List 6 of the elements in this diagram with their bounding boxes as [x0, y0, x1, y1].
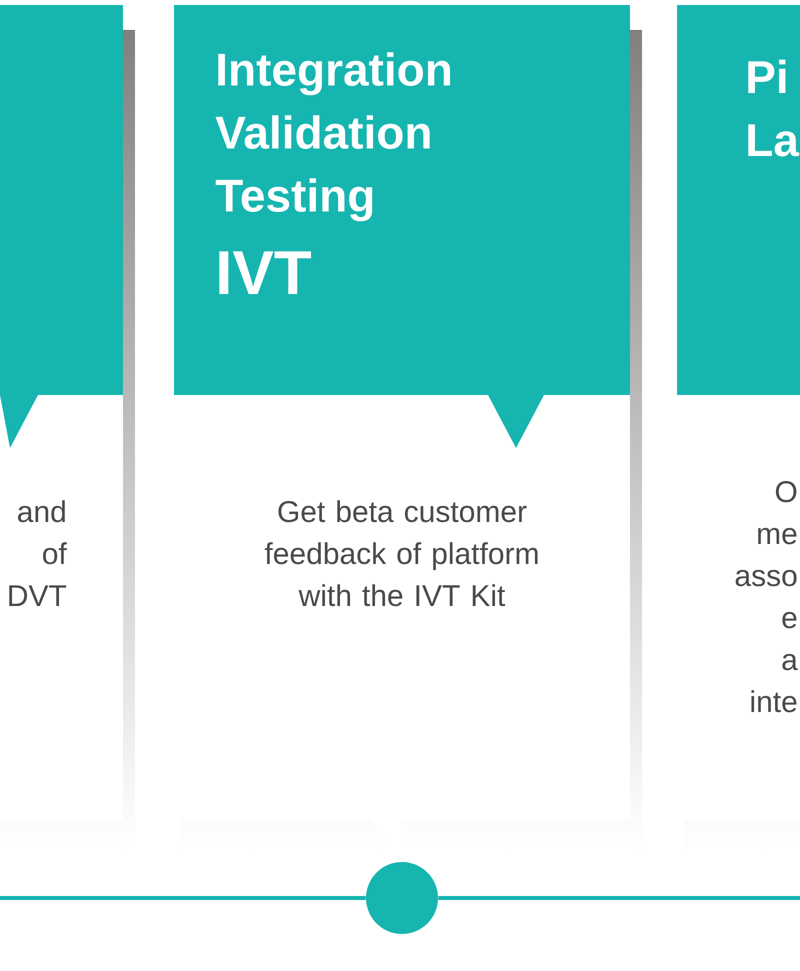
timeline-card: Pi La O me asso e a inte: [677, 5, 800, 850]
timeline-card: Integration Validation Testing IVT Get beta customer feedback of platform with the IVT Kit: [174, 5, 642, 860]
timeline-line: [0, 896, 366, 900]
timeline-line: [438, 896, 800, 900]
timeline-dot: [366, 862, 438, 934]
timeline-card: and of DVT: [0, 5, 135, 850]
